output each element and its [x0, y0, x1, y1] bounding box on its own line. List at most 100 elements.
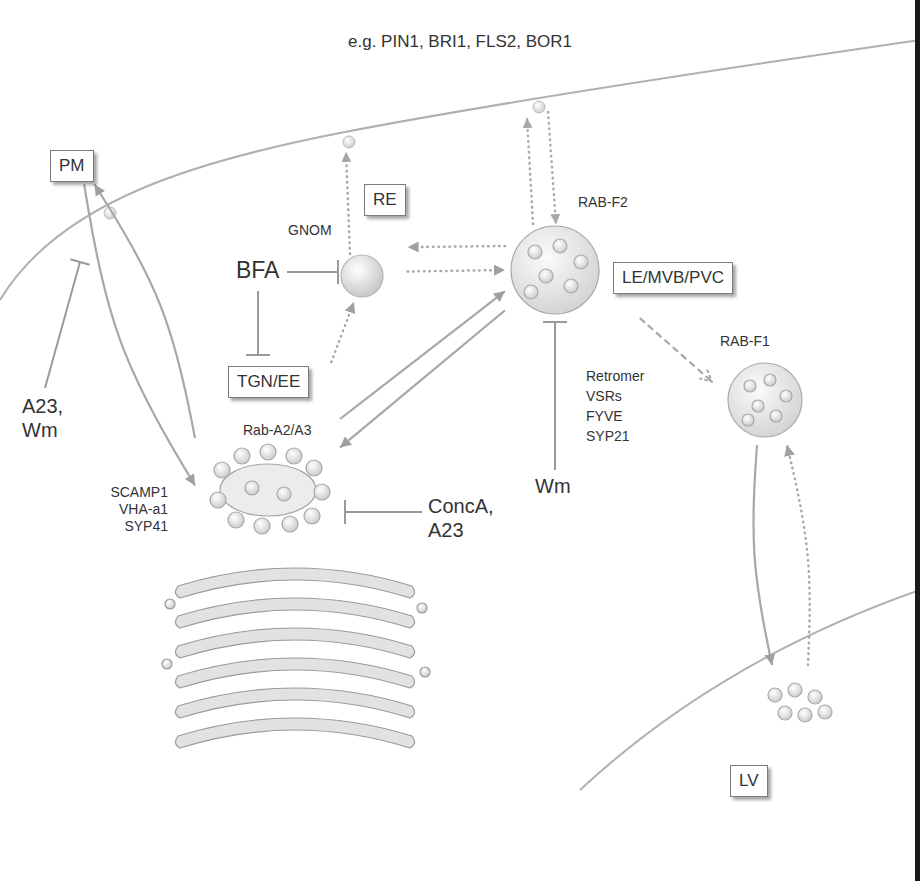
multivesicular-body-body	[564, 279, 578, 293]
vacuole-vesicles	[818, 705, 832, 719]
inhibitor-line	[287, 271, 338, 273]
membrane	[0, 40, 920, 790]
vacuole-vesicles	[798, 708, 812, 722]
inhibitor-line	[554, 322, 556, 470]
traffic-arrow	[408, 270, 505, 272]
multivesicular-body-body	[553, 239, 567, 253]
multivesicular-body-body	[511, 226, 599, 314]
traffic-arrow	[95, 184, 195, 438]
compartment-heading: RAB-F1	[718, 332, 772, 351]
tgn-cluster	[228, 512, 244, 528]
vacuole-vesicles	[808, 690, 822, 704]
traffic-arrow	[753, 445, 772, 665]
compartment-label: RE	[364, 184, 406, 216]
rab-f1-compartment-body	[764, 374, 776, 386]
membrane	[343, 136, 355, 148]
membrane-traffic-arrow	[346, 112, 556, 254]
inhibitor-line	[45, 262, 80, 388]
membrane-traffic-arrow	[346, 152, 350, 254]
rab-f1-compartment-body	[744, 380, 756, 392]
tgn-cluster	[254, 518, 270, 534]
plasma-membrane-label: PM	[50, 150, 96, 184]
inhibitor-line	[543, 321, 567, 323]
tgn-cluster	[314, 484, 330, 500]
rab-label: RAB-F2	[578, 194, 628, 211]
traffic-arrow	[408, 246, 505, 247]
drug-label: ConcA, A23	[428, 494, 494, 542]
traffic-arrow	[340, 291, 505, 419]
multivesicular-body-body	[511, 226, 599, 314]
membrane	[580, 590, 920, 790]
tgn-cluster	[282, 516, 298, 532]
inhibitor-line	[345, 511, 422, 513]
tgn-cluster	[260, 444, 276, 460]
tgn-cluster	[210, 492, 226, 508]
rab-f1-compartment-body	[752, 400, 764, 412]
golgi-stack	[175, 598, 414, 628]
gnom-label: GNOM	[288, 222, 332, 239]
drug-label: A23, Wm	[22, 394, 63, 442]
multivesicular-body-body	[524, 285, 538, 299]
membrane-traffic-arrow	[548, 112, 556, 224]
lytic-vacuole: LV	[700, 665, 880, 815]
multivesicular-body-body	[528, 245, 542, 259]
inhibitor-line	[70, 259, 89, 264]
rab-f1-compartment-body	[728, 363, 802, 437]
compartment-label: TGN/EE	[228, 366, 309, 398]
golgi-stack	[162, 659, 172, 669]
rab-f1-compartment-body	[780, 390, 792, 402]
golgi-stack	[420, 667, 430, 677]
marker-protein-list: SCAMP1 VHA-a1 SYP41	[110, 484, 168, 534]
traffic-arrow	[331, 302, 354, 362]
tgn-cluster	[220, 464, 316, 516]
tgn-cluster	[245, 481, 259, 495]
golgi-stack	[175, 568, 414, 598]
tgn-cluster	[210, 444, 330, 534]
inhibitor-line	[246, 354, 270, 356]
golgi-stack	[165, 599, 175, 609]
trans-golgi-network: TGN/EE	[195, 362, 340, 552]
membrane	[0, 40, 920, 300]
golgi-stack	[175, 688, 414, 718]
golgi-stack	[162, 568, 430, 748]
golgi-stack	[175, 718, 414, 748]
inhibitor-line	[257, 291, 259, 355]
vacuole-vesicles	[768, 683, 832, 722]
multivesicular-body-body	[574, 255, 588, 269]
tgn-cluster	[277, 487, 291, 501]
compartment-label: LE/MVB/PVC	[613, 262, 733, 294]
rab-f1-compartment: RAB-F1	[712, 330, 812, 445]
frame-edge	[915, 0, 920, 881]
golgi-stack	[175, 628, 414, 658]
rab-f1-compartment-body	[728, 363, 802, 437]
vacuole-vesicles	[768, 688, 782, 702]
recycling-endosome: RE	[336, 180, 408, 302]
traffic-arrow	[84, 184, 195, 485]
tgn-cluster	[234, 448, 250, 464]
compartment-label: LV	[730, 765, 768, 797]
rab-f1-compartment-body	[742, 414, 754, 426]
membrane	[533, 101, 545, 113]
membrane-traffic-arrow	[527, 118, 533, 224]
recycling-endosome-sphere	[341, 255, 383, 297]
drug-label: Wm	[535, 474, 571, 498]
frame-edge	[915, 0, 920, 881]
tgn-cluster	[304, 508, 320, 524]
traffic-arrow	[340, 310, 505, 447]
golgi-stack	[417, 603, 427, 613]
golgi-stack	[175, 658, 414, 688]
multivesicular-body: LE/MVB/PVC	[505, 222, 750, 318]
cargo-examples: e.g. PIN1, BRI1, FLS2, BOR1	[348, 32, 572, 52]
vacuole-vesicles	[778, 706, 792, 720]
rab-label: Rab-A2/A3	[243, 422, 311, 439]
traffic-arrow	[640, 318, 712, 382]
tgn-cluster	[214, 462, 230, 478]
drug-label: BFA	[236, 257, 279, 285]
marker-protein-list: Retromer VSRs FYVE SYP21	[586, 366, 644, 446]
multivesicular-body-body	[539, 269, 553, 283]
vacuole-vesicles	[788, 683, 802, 697]
compartment-label: PM	[50, 150, 94, 182]
tgn-cluster	[286, 448, 302, 464]
